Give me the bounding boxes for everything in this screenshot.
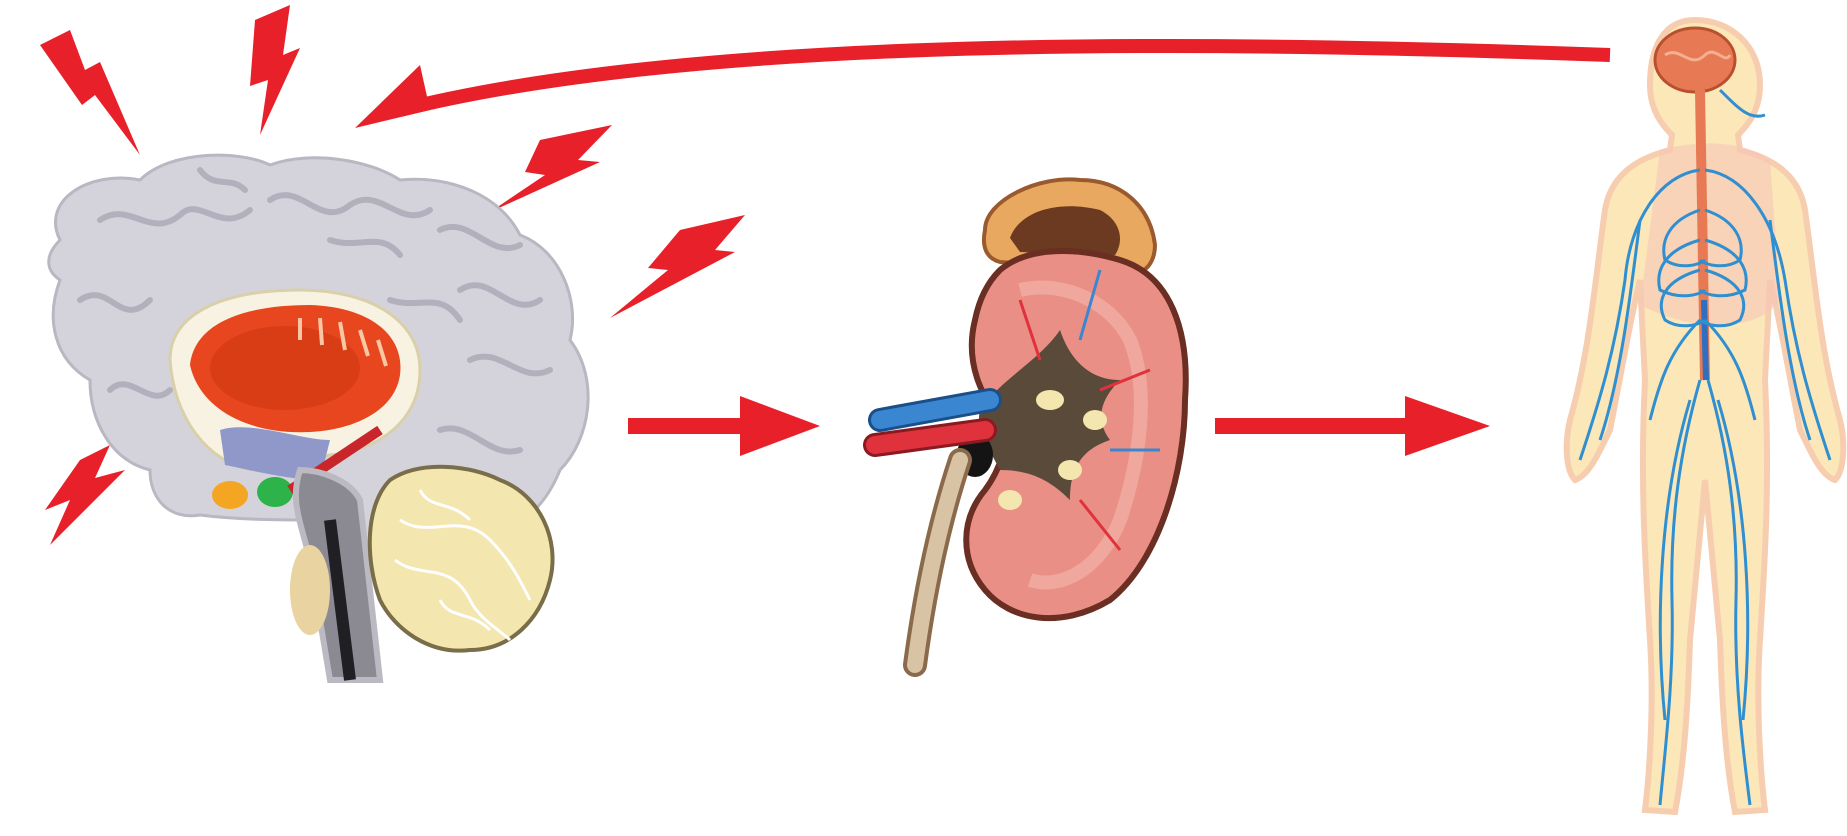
lightning-bolt-icon <box>250 5 300 135</box>
lightning-bolt-icon <box>45 445 125 545</box>
kidney-adrenal-icon <box>875 179 1186 665</box>
nervous-system-icon <box>1567 20 1844 812</box>
lightning-bolt-icon <box>40 30 140 155</box>
arrow-kidney-to-body <box>1215 396 1490 456</box>
brain-icon <box>49 155 588 680</box>
arrow-brain-to-kidney <box>628 396 820 456</box>
lightning-bolt-icon <box>610 215 745 318</box>
lightning-bolt-icon <box>490 125 612 212</box>
feedback-arrow <box>355 46 1610 128</box>
